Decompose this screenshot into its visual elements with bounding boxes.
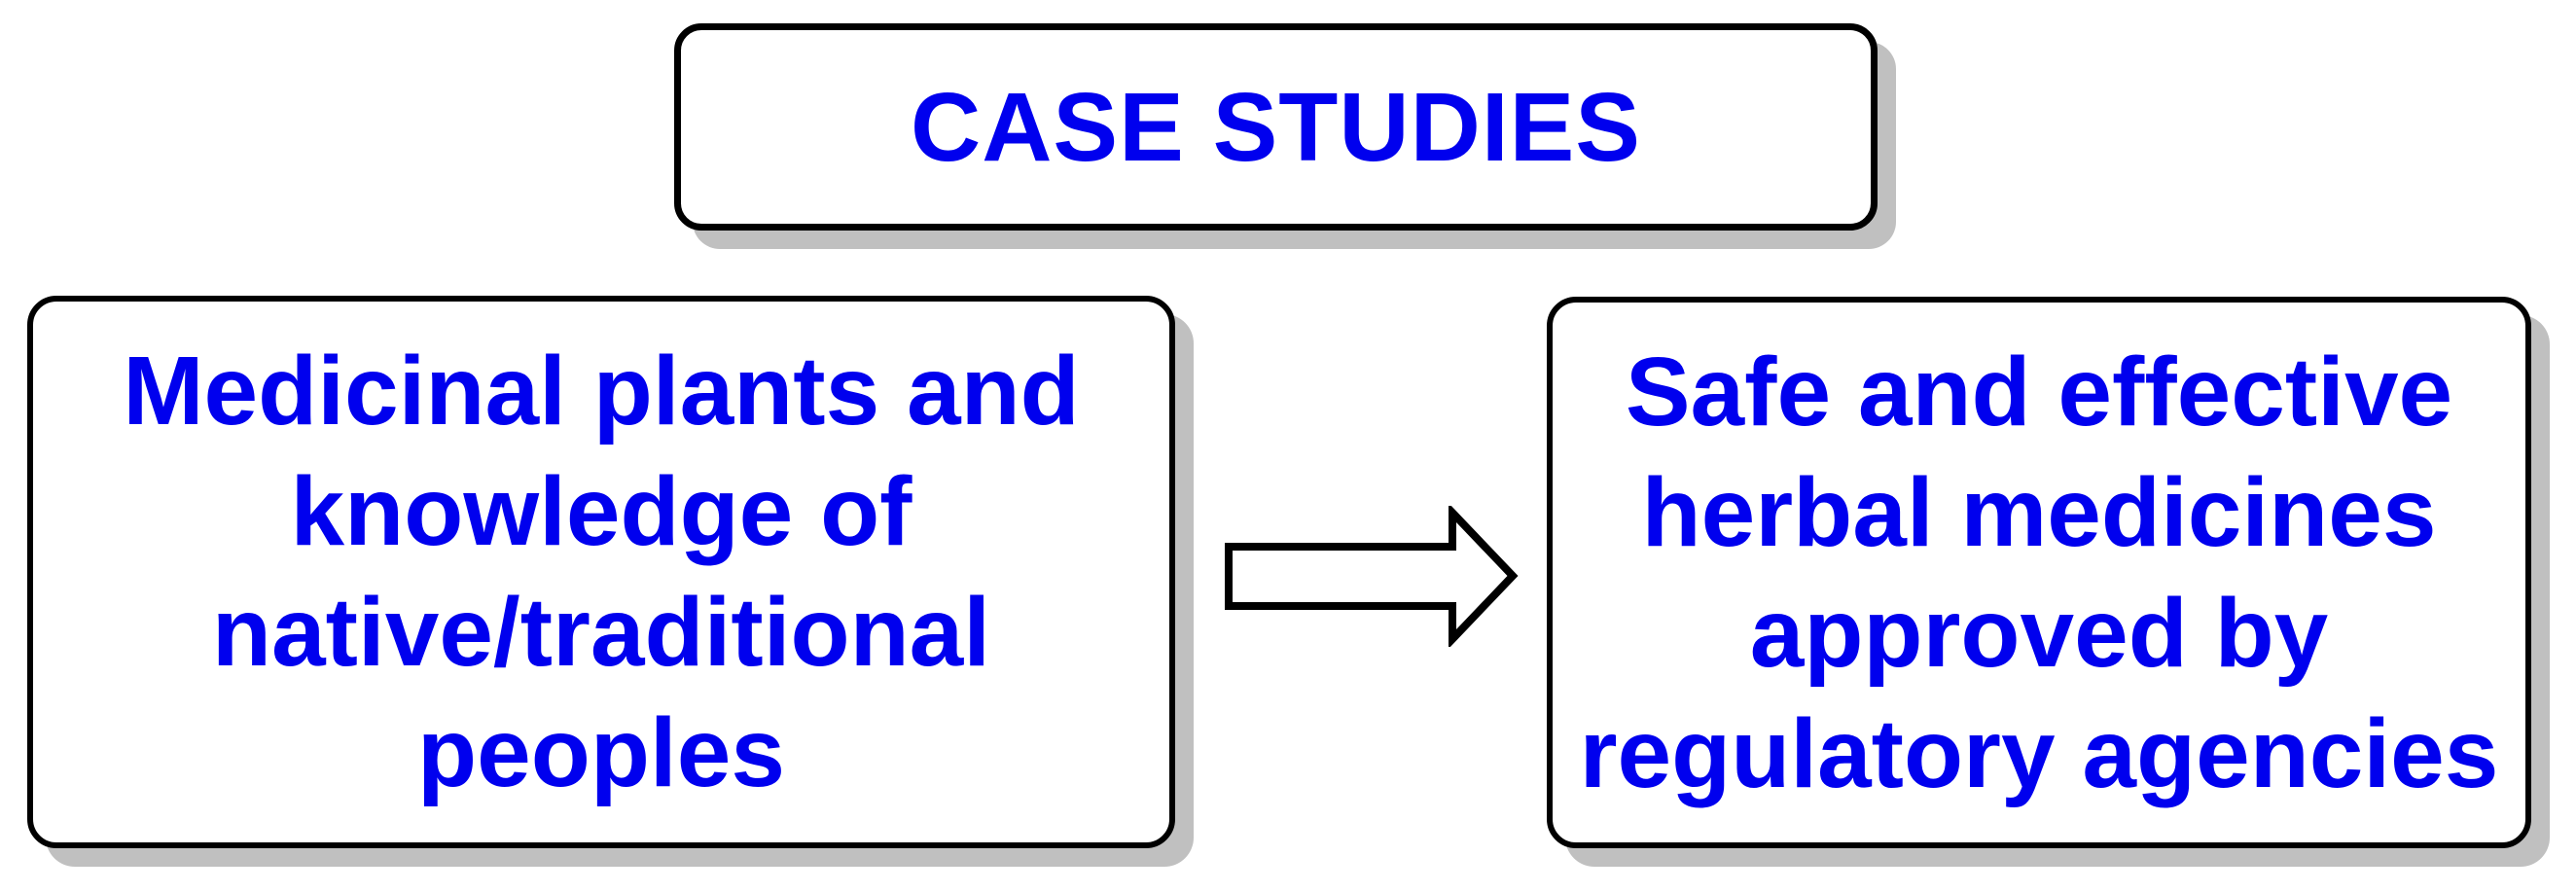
flow-arrow-icon [1221, 506, 1522, 647]
herbal-medicines-line-2: herbal medicines [1641, 457, 2437, 567]
medicinal-plants-line-3: native/traditional [211, 578, 991, 687]
title-label: CASE STUDIES [910, 72, 1641, 182]
medicinal-plants-box: Medicinal plants and knowledge of native… [27, 296, 1175, 848]
medicinal-plants-line-2: knowledge of [290, 457, 912, 566]
herbal-medicines-line-1: Safe and effective [1625, 337, 2453, 446]
herbal-medicines-line-4: regulatory agencies [1579, 698, 2499, 808]
medicinal-plants-line-1: Medicinal plants and [123, 337, 1080, 446]
herbal-medicines-box: Safe and effective herbal medicines appr… [1547, 297, 2531, 848]
medicinal-plants-line-4: peoples [417, 698, 785, 807]
herbal-medicines-line-3: approved by [1749, 578, 2329, 688]
title-box: CASE STUDIES [674, 23, 1878, 231]
